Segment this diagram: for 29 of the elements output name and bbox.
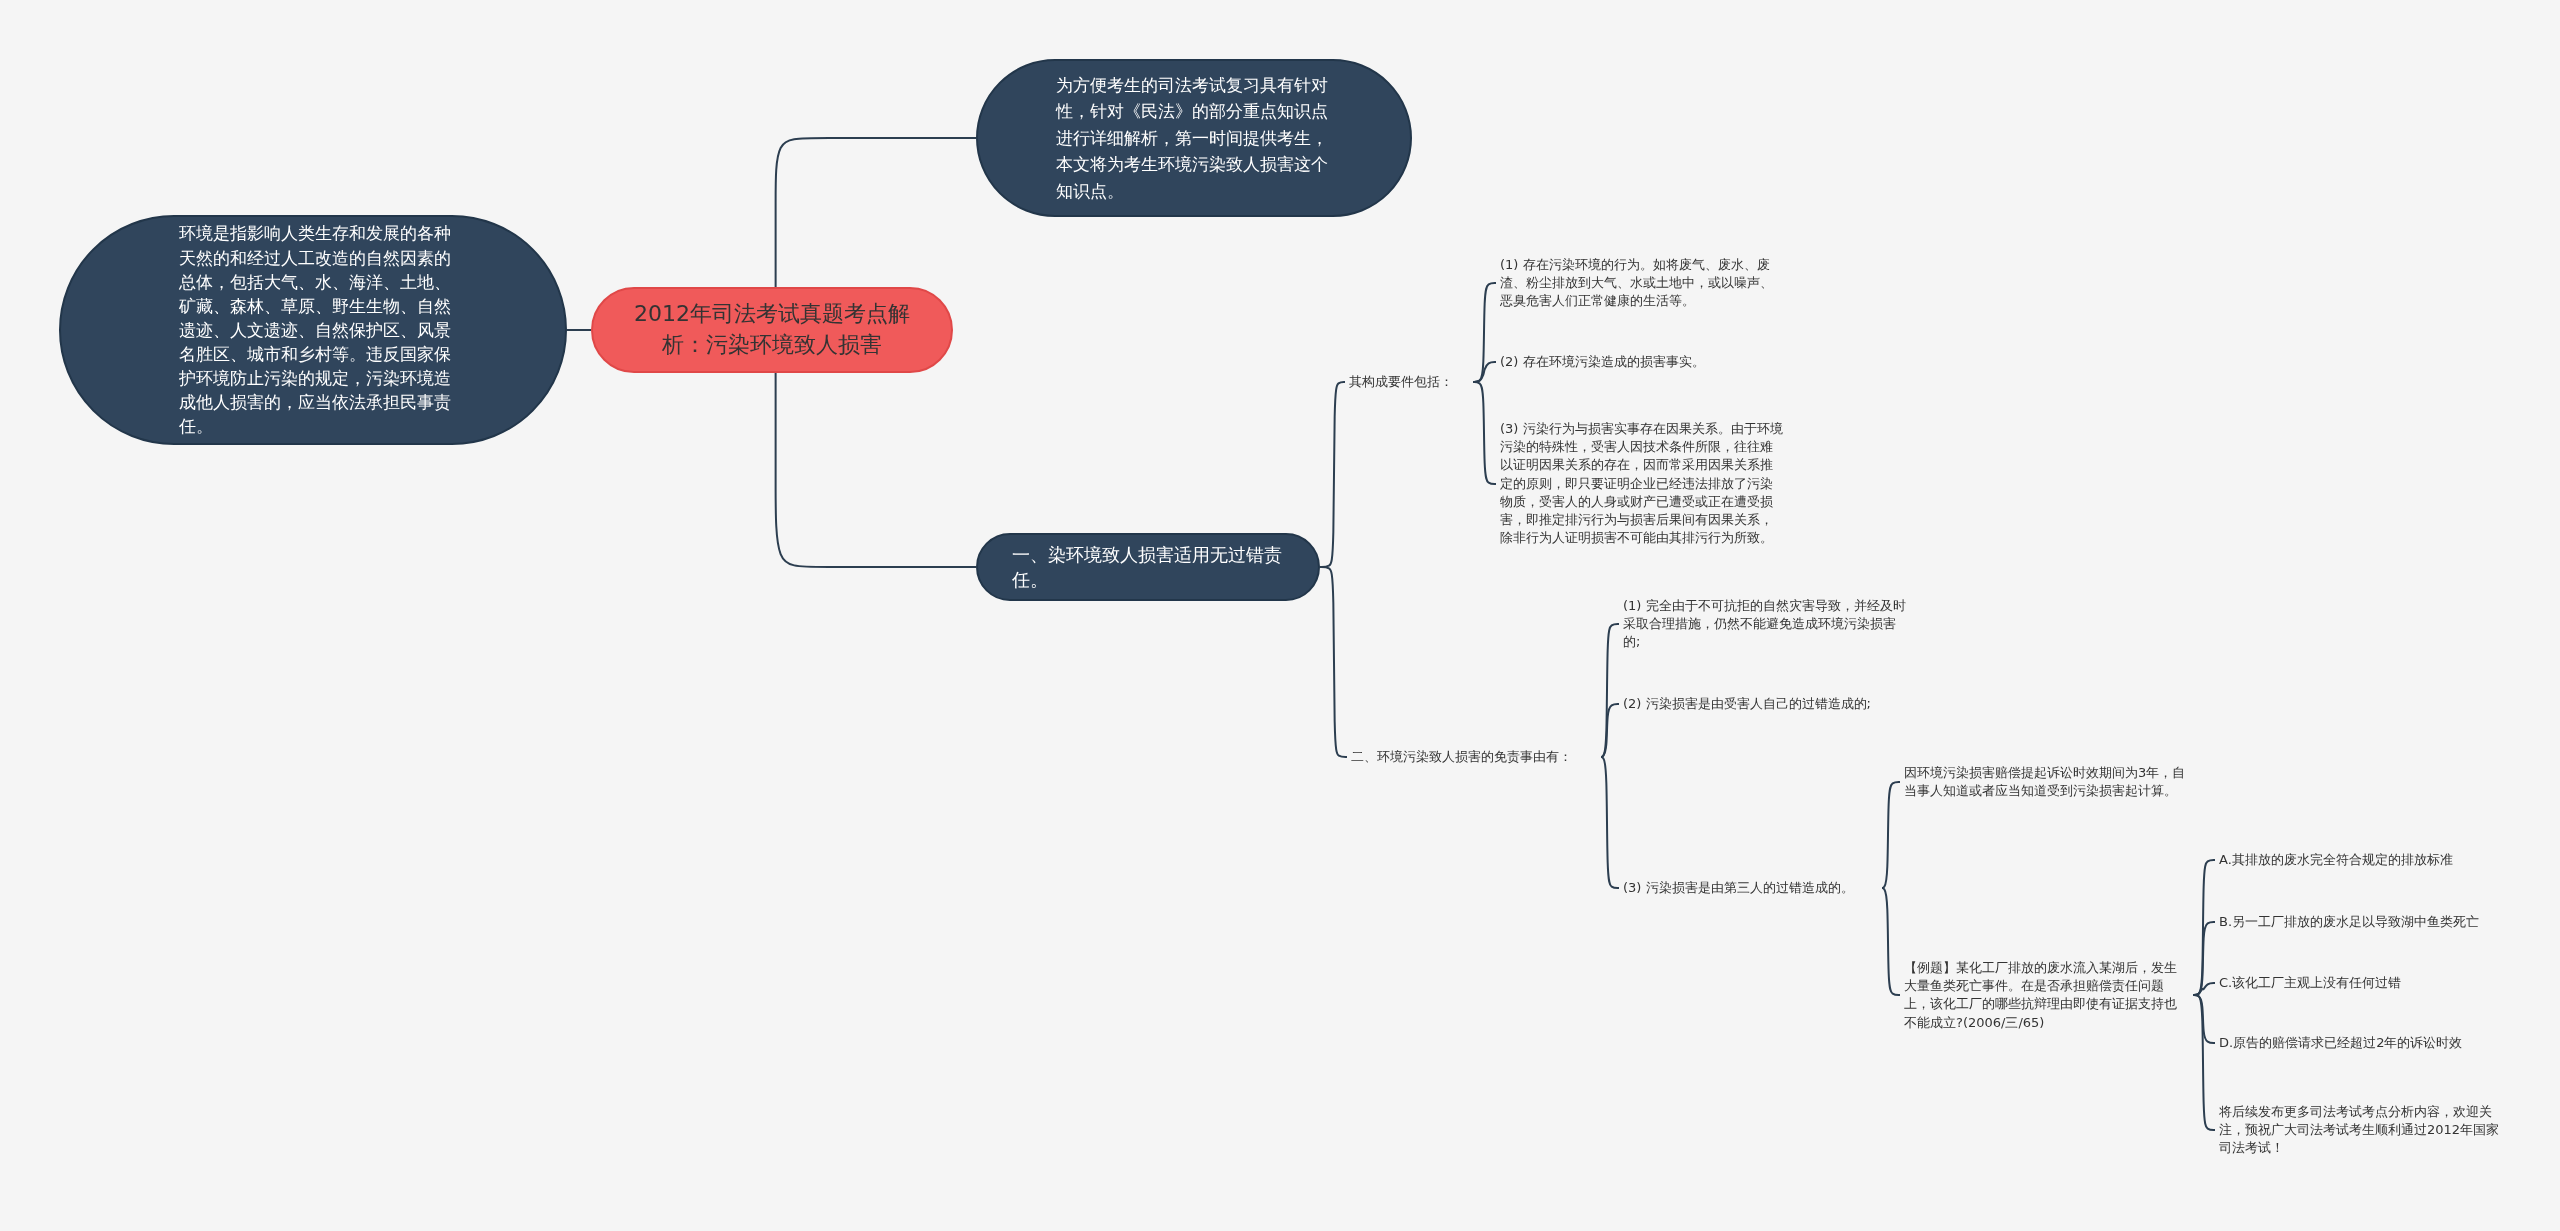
branch-text: (3) 污染损害是由第三人的过错造成的。 xyxy=(1623,878,1888,898)
connector-line xyxy=(1600,703,1620,758)
connector-line xyxy=(1881,781,1901,889)
connector-line xyxy=(1472,381,1497,485)
branch-text: 因环境污染损害赔偿提起诉讼时效期间为3年，自当事人知道或者应当知道受到污染损害起计算。 xyxy=(1904,763,2189,801)
connector-line xyxy=(774,137,977,288)
branch-text: 【例题】某化工厂排放的废水流入某湖后，发生大量鱼类死亡事件。在是否承担赔偿责任问题上，该化工厂的哪些抗辩理由即使有证据支持也不能成立?(2006/三/65) xyxy=(1904,958,2189,1032)
topic-text: 2012年司法考试真题考点解析：污染环境致人损害 xyxy=(633,300,911,359)
branch-text: B.另一工厂排放的废水足以导致湖中鱼类死亡 xyxy=(2219,912,2519,932)
branch-text: 其构成要件包括： xyxy=(1349,372,1469,392)
connector-line xyxy=(1600,756,1620,889)
branch-text: (2) 存在环境污染造成的损害事实。 xyxy=(1500,352,1785,372)
branch-text: (3) 污染行为与损害实事存在因果关系。由于环境污染的特殊性，受害人因技术条件所限，往往难以证明因果关系的存在，因而常采用因果关系推定的原则，即只要证明企业已经违法排放了污染物质，受害人的人身或财产已遭受或正在遭受损害，即推定排污行为与损害后果间有因果关系，除非行为人证明损害不可能由其排污行为所致。 xyxy=(1500,420,1785,548)
branch-text: (2) 污染损害是由受害人自己的过错造成的; xyxy=(1623,694,1923,714)
topic-text: 环境是指影响人类生存和发展的各种天然的和经过人工改造的自然因素的总体，包括大气、水、海洋、土地、矿藏、森林、草原、野生生物、自然遗迹、人文遗迹、自然保护区、风景名胜区、城市和乡村等。违反国家保护环境防止污染的规定，污染环境造成他人损害的，应当依法承担民事责任。 xyxy=(179,222,452,439)
connector-line xyxy=(1881,887,1901,996)
connector-line xyxy=(2192,994,2216,1131)
connector-line xyxy=(774,372,977,568)
branch-text: C.该化工厂主观上没有任何过错 xyxy=(2219,973,2519,993)
branch-text: (1) 完全由于不可抗拒的自然灾害导致，并经及时采取合理措施，仍然不能避免造成环境污染损害的; xyxy=(1623,596,1913,652)
connector-line xyxy=(1319,566,1348,758)
branch-text: 二、环境污染致人损害的免责事由有： xyxy=(1351,747,1601,767)
connector-line xyxy=(566,329,592,331)
branch-text: 将后续发布更多司法考试考点分析内容，欢迎关注，预祝广大司法考试考生顺利通过2012年国家司法考试！ xyxy=(2219,1102,2509,1158)
branch-text: D.原告的赔偿请求已经超过2年的诉讼时效 xyxy=(2219,1033,2519,1053)
topic-text: 一、染环境致人损害适用无过错责任。 xyxy=(1012,542,1283,592)
branch-text: A.其排放的废水完全符合规定的排放标准 xyxy=(2219,850,2519,870)
topic-text: 为方便考生的司法考试复习具有针对性，针对《民法》的部分重点知识点进行详细解析，第一时间提供考生，本文将为考生环境污染致人损害这个知识点。 xyxy=(1056,74,1329,203)
branch-text: (1) 存在污染环境的行为。如将废气、废水、废渣、粉尘排放到大气、水或土地中，或以噪声、恶臭危害人们正常健康的生活等。 xyxy=(1500,255,1785,311)
